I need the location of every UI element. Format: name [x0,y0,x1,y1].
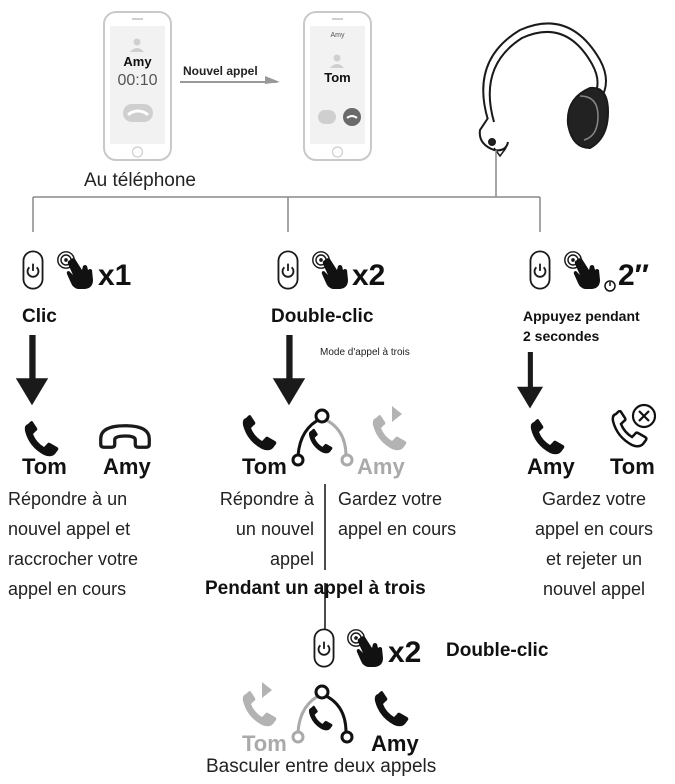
caller-name-tom: Tom [242,731,287,756]
branch-connectors [32,150,541,232]
new-call-label: Nouvel appel [183,64,258,78]
power-button-icon [529,250,551,290]
press-count-x2: x2 [388,636,422,669]
caller-name-amy: Amy [527,454,575,479]
contact-avatar-icon [333,54,341,62]
decline-button[interactable] [318,110,336,124]
reject-call-icon [611,403,657,448]
action-double-click: Double-clic [271,306,374,327]
action-click: Clic [22,306,57,327]
down-arrow-icon [516,352,544,409]
branch1-description: Répondre à un nouvel appel et raccrocher… [8,489,139,599]
hand-press-icon [66,258,93,289]
branch3-description: Gardez votre appel en cours et rejeter u… [534,489,654,599]
down-arrow-icon [272,335,306,406]
action-long-press: Appuyez pendant 2 secondes [523,308,640,344]
caller-name-tom: Tom [610,454,655,479]
press-count-x1: x1 [98,259,132,292]
hand-press-icon [573,258,600,289]
power-button-icon [277,250,299,290]
caller-name-tom: Tom [22,454,67,479]
hand-press-icon [321,258,348,289]
timer-icon [604,280,616,292]
three-way-title: Pendant un appel à trois [205,578,426,599]
branch2-description-left: Répondre à un nouvel appel [219,489,314,569]
hand-press-icon [356,636,383,667]
phone-incoming [303,11,372,161]
three-way-merge-icon [291,408,354,467]
phone2-banner: Amy [330,32,345,39]
answer-phone-icon [24,421,59,457]
hang-up-icon [99,424,151,449]
hold-duration: 2″ [618,259,650,292]
headset-illustration [478,22,610,158]
power-button-icon [313,628,335,668]
hold-phone-icon [372,415,407,451]
answer-phone-icon [530,419,565,455]
hold-phone-icon [242,691,277,727]
branch2-description-right: Gardez votre appel en cours [338,489,457,539]
three-way-mode-note: Mode d'appel à trois [320,347,410,358]
phone2-caller: Tom [324,70,351,85]
phone1-timer: 00:10 [117,72,158,89]
caller-name-tom: Tom [242,454,287,479]
three-way-merge-icon [291,684,354,744]
press-count-x2: x2 [352,259,386,292]
action-double-click: Double-clic [446,640,549,661]
caller-name-amy: Amy [371,731,419,756]
switch-calls-caption: Basculer entre deux appels [206,756,437,777]
on-phone-caption: Au téléphone [84,170,196,191]
answer-phone-icon [242,415,277,451]
down-arrow-icon [15,335,49,406]
caller-name-amy: Amy [357,454,405,479]
contact-avatar-icon [133,38,141,46]
phone-in-call [103,11,172,161]
power-button-icon [22,250,44,290]
end-call-button[interactable] [123,104,153,122]
new-call-arrow [180,76,280,84]
answer-phone-icon [374,691,409,727]
caller-name-amy: Amy [103,454,151,479]
phone1-caller: Amy [123,54,152,69]
